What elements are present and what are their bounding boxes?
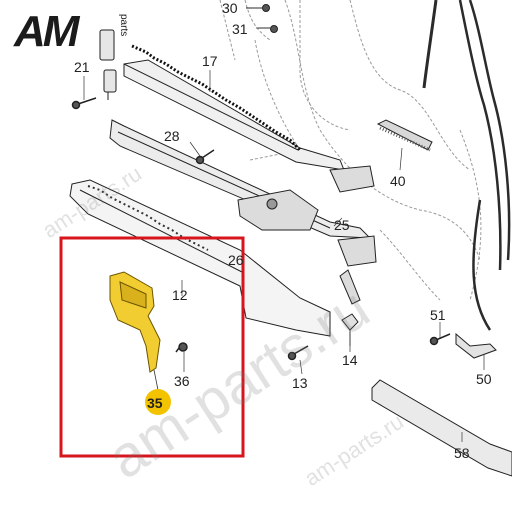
leader-lines	[83, 7, 485, 442]
sill-trim-17	[123, 59, 345, 171]
callout-labels: 30 31 21 17 28 40 25 26 12 51 14 36 13 5…	[74, 0, 492, 461]
callout-21: 21	[74, 59, 90, 75]
callout-35: 35	[147, 395, 163, 411]
leader-35	[153, 369, 159, 391]
callout-30: 30	[222, 0, 238, 16]
callout-36: 36	[174, 373, 190, 389]
teeth-17	[131, 44, 302, 152]
callout-13: 13	[292, 375, 308, 391]
strip-40	[376, 119, 433, 151]
callout-35-badge	[145, 389, 171, 415]
bolt-51	[429, 333, 451, 346]
callout-26: 26	[228, 252, 244, 268]
seal-58	[371, 379, 512, 477]
callout-50: 50	[476, 371, 492, 387]
bolt-21	[71, 97, 97, 110]
callout-40: 40	[390, 173, 406, 189]
bolt-13	[287, 345, 309, 361]
callout-17: 17	[202, 53, 218, 69]
callout-31: 31	[232, 21, 248, 37]
callout-14: 14	[342, 352, 358, 368]
bracket-25	[237, 165, 377, 305]
strip-40-teeth	[379, 126, 431, 152]
clip-21	[99, 29, 117, 100]
callout-58: 58	[454, 445, 470, 461]
bolt-36	[175, 342, 188, 353]
logo-sub-text: parts	[118, 14, 129, 37]
callout-28: 28	[164, 128, 180, 144]
callout-25: 25	[334, 217, 350, 233]
seal-strip	[422, 0, 438, 89]
am-parts-logo: AM parts	[14, 8, 144, 56]
bolt-31	[258, 25, 278, 33]
callout-51: 51	[430, 307, 446, 323]
bracket-50	[455, 332, 497, 359]
highlight-frame	[59, 236, 245, 458]
bolt-28	[195, 149, 215, 165]
logo-main-text: AM	[14, 7, 79, 56]
door-seal	[458, 0, 511, 331]
part-35	[109, 271, 161, 373]
callout-12: 12	[172, 287, 188, 303]
